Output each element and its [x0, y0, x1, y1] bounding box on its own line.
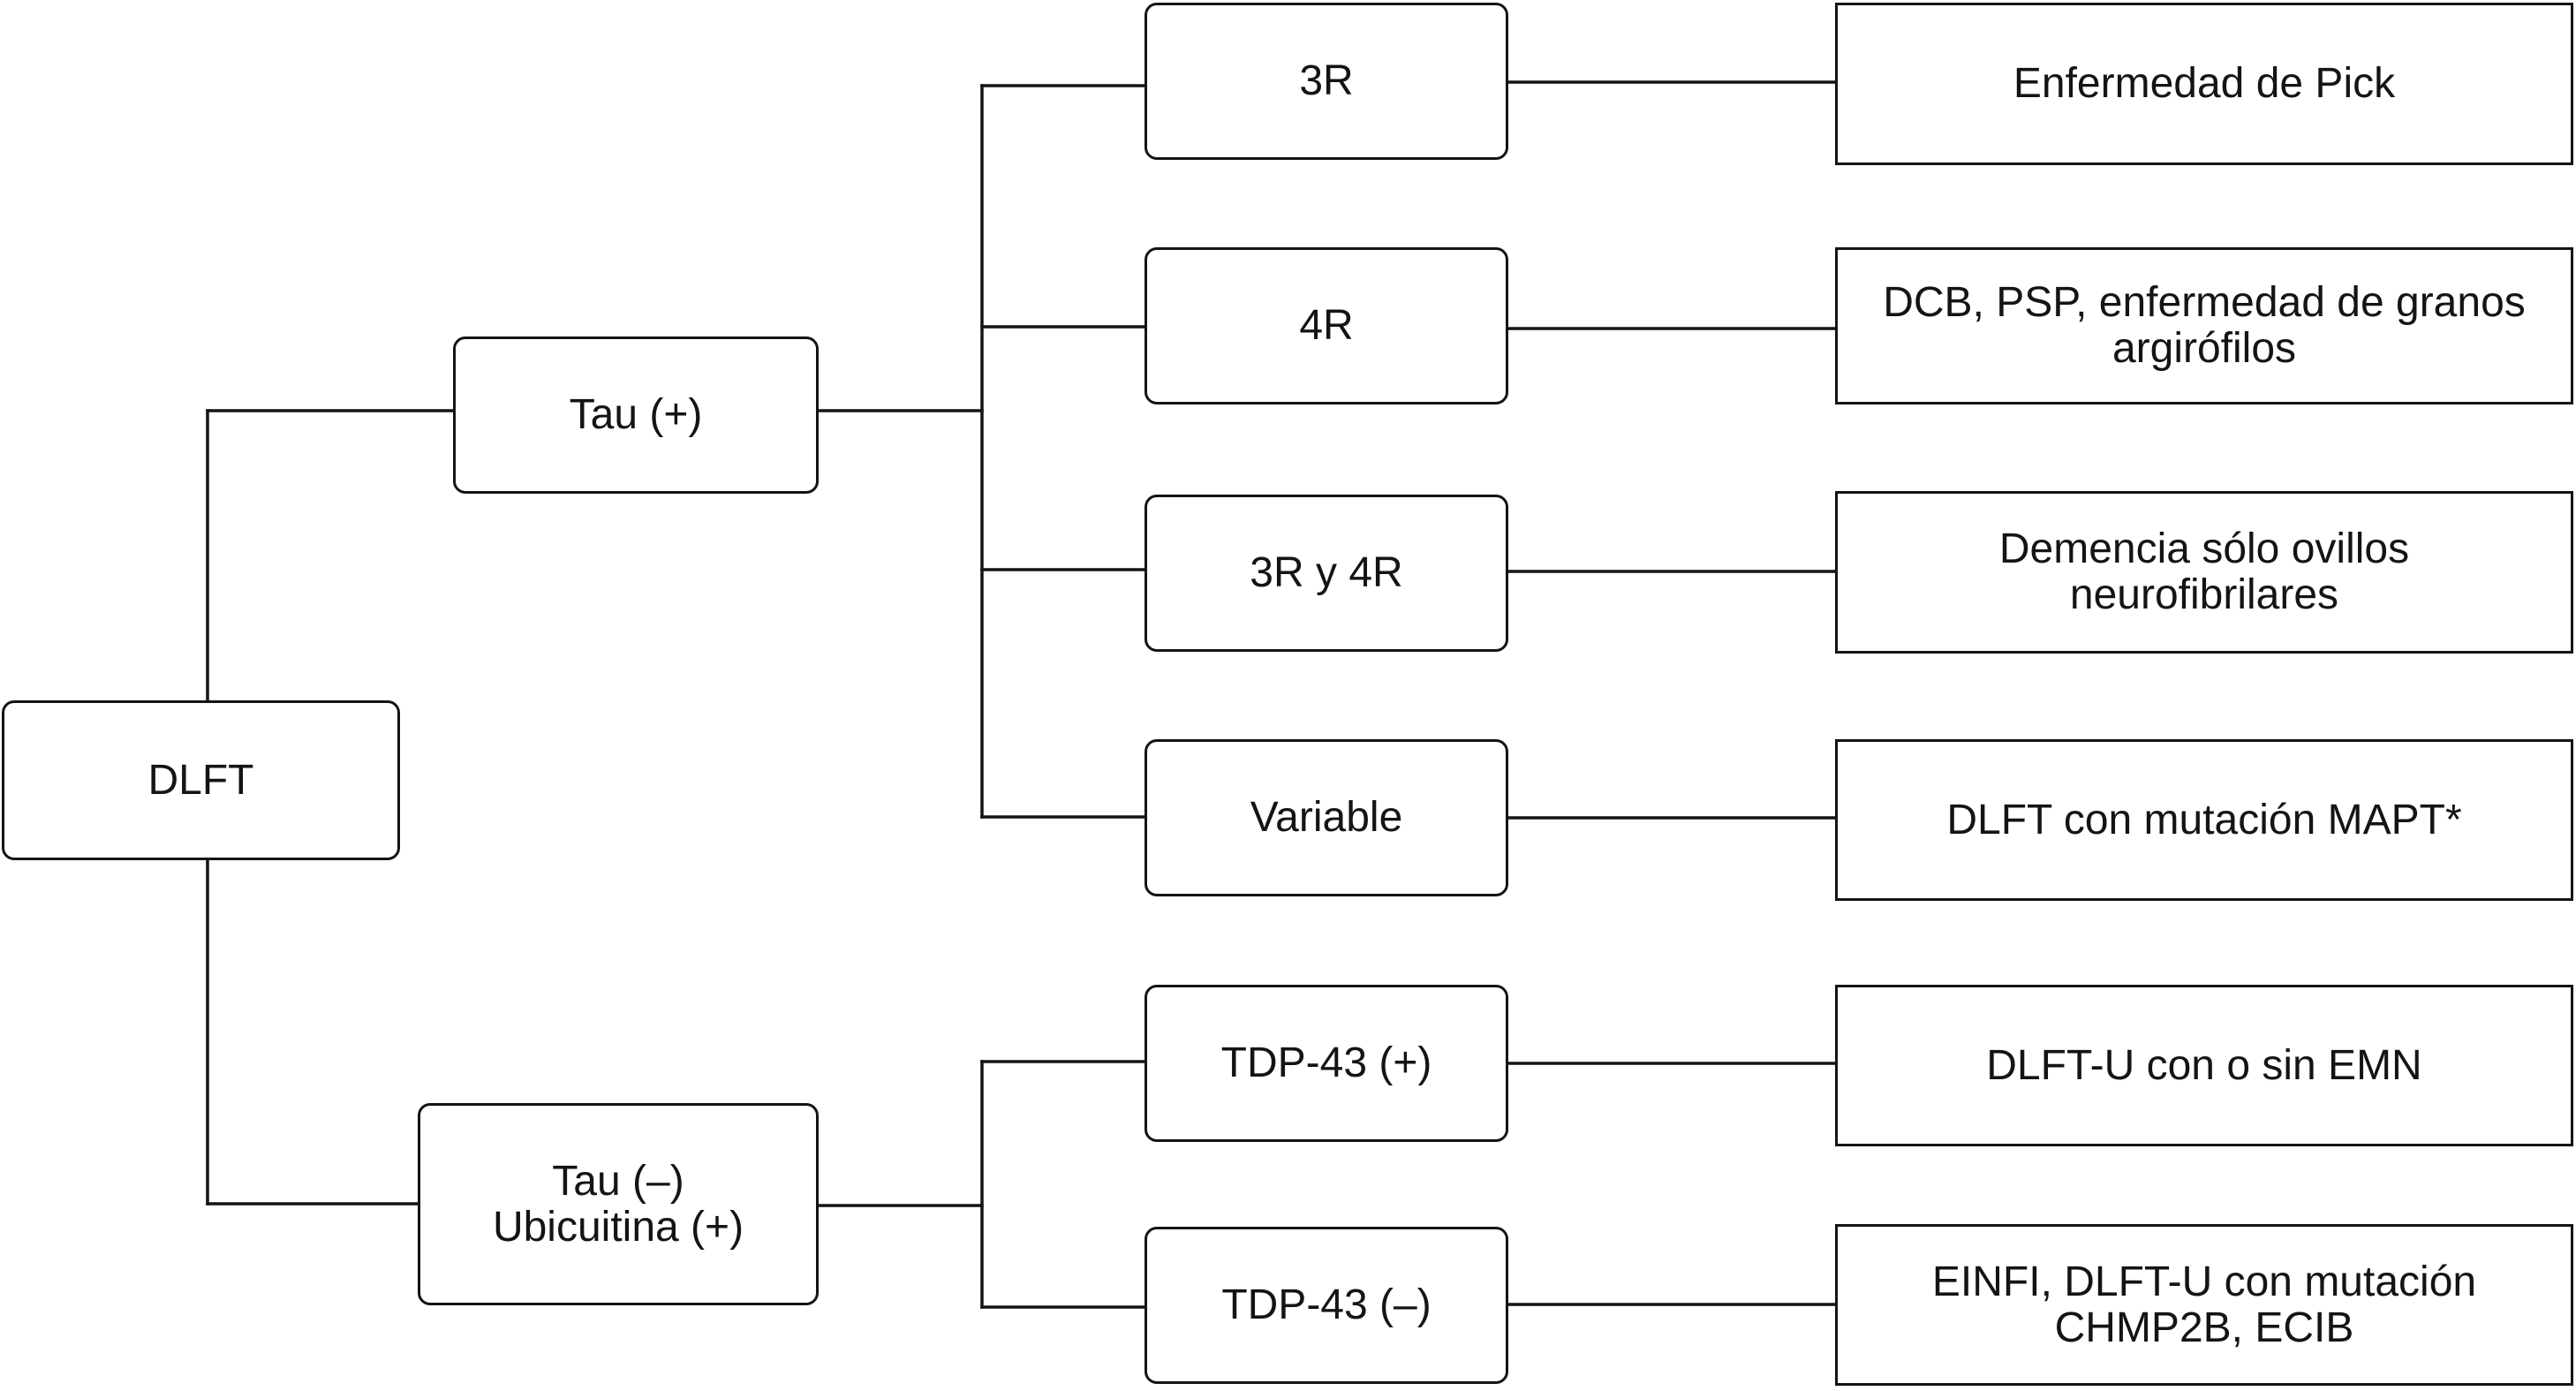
- result-label: DLFT-U con o sin EMN: [1986, 1041, 2422, 1089]
- branch-label: Tau (+): [569, 391, 703, 439]
- marker-label: TDP-43 (–): [1221, 1281, 1432, 1329]
- branch-node-tau-positive: Tau (+): [453, 336, 819, 494]
- result-label: EINFI, DLFT-U con mutación CHMP2B, ECIB: [1931, 1258, 2477, 1351]
- marker-node-tdp43-positive: TDP-43 (+): [1144, 985, 1508, 1142]
- marker-label: 3R: [1299, 57, 1354, 105]
- marker-node-3r: 3R: [1144, 3, 1508, 160]
- marker-label: 3R y 4R: [1250, 549, 1403, 597]
- result-label: DCB, PSP, enfermedad de granos argirófil…: [1883, 279, 2526, 372]
- result-node-dlft-u: DLFT-U con o sin EMN: [1835, 985, 2573, 1146]
- marker-label: 4R: [1299, 302, 1354, 350]
- result-node-pick: Enfermedad de Pick: [1835, 3, 2573, 165]
- result-label: DLFT con mutación MAPT*: [1946, 796, 2462, 843]
- root-label: DLFT: [147, 756, 254, 804]
- result-node-dcb-psp: DCB, PSP, enfermedad de granos argirófil…: [1835, 247, 2573, 404]
- branch-node-tau-negative: Tau (–) Ubicuitina (+): [418, 1103, 819, 1305]
- result-label: Demencia sólo ovillos neurofibrilares: [1998, 525, 2410, 618]
- result-node-einfi: EINFI, DLFT-U con mutación CHMP2B, ECIB: [1835, 1224, 2573, 1386]
- marker-node-4r: 4R: [1144, 247, 1508, 404]
- marker-node-3r-4r: 3R y 4R: [1144, 495, 1508, 652]
- root-node: DLFT: [2, 700, 400, 860]
- marker-label: TDP-43 (+): [1220, 1039, 1432, 1087]
- result-node-ovillos: Demencia sólo ovillos neurofibrilares: [1835, 491, 2573, 654]
- branch-label: Tau (–) Ubicuitina (+): [492, 1157, 744, 1251]
- marker-node-variable: Variable: [1144, 739, 1508, 896]
- marker-label: Variable: [1250, 794, 1403, 842]
- result-node-mapt: DLFT con mutación MAPT*: [1835, 739, 2573, 901]
- marker-node-tdp43-negative: TDP-43 (–): [1144, 1227, 1508, 1384]
- result-label: Enfermedad de Pick: [2013, 60, 2396, 108]
